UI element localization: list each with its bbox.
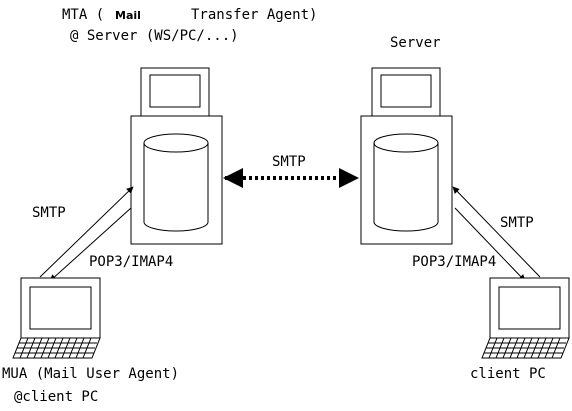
mta-location-label: @ Server (WS/PC/...) bbox=[70, 28, 239, 44]
left-pop-arrow bbox=[49, 207, 132, 282]
left-pop-label: POP3/IMAP4 bbox=[89, 254, 173, 270]
mta-label-prefix: MTA ( bbox=[62, 7, 104, 23]
right-laptop-icon bbox=[481, 277, 570, 359]
mua-label: MUA (Mail User Agent) bbox=[2, 366, 179, 382]
right-pop-arrow bbox=[454, 207, 526, 282]
left-server bbox=[130, 67, 223, 245]
left-smtp-label: SMTP bbox=[32, 205, 66, 221]
mta-label-mail: Mail bbox=[115, 9, 141, 22]
right-server-screen bbox=[380, 74, 432, 108]
server-label: Server bbox=[390, 35, 441, 51]
left-laptop-icon bbox=[12, 277, 101, 359]
right-smtp-label: SMTP bbox=[500, 215, 534, 231]
right-pop-label: POP3/IMAP4 bbox=[412, 254, 496, 270]
right-smtp-arrow bbox=[452, 186, 541, 278]
client-pc-label: client PC bbox=[470, 366, 546, 382]
left-server-screen bbox=[149, 74, 201, 108]
smtp-center-label: SMTP bbox=[272, 154, 306, 170]
mta-label-suffix: Transfer Agent) bbox=[191, 7, 317, 23]
right-server bbox=[360, 67, 453, 245]
right-database-icon bbox=[373, 133, 439, 232]
mua-location-label: @client PC bbox=[14, 389, 98, 405]
left-database-icon bbox=[143, 133, 209, 232]
left-smtp-arrow bbox=[39, 186, 134, 278]
